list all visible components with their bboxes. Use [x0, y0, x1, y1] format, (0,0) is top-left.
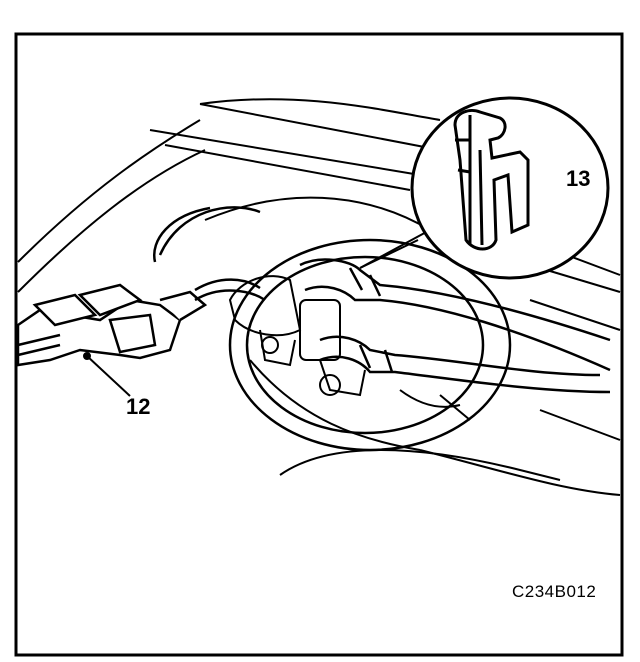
electrical-connector	[16, 278, 266, 367]
detail-inset	[410, 96, 610, 280]
leader-lines	[83, 174, 565, 397]
figure-code: C234B012	[512, 582, 597, 601]
callout-label-connector: 12	[126, 394, 151, 419]
fuel-hoses	[299, 258, 611, 394]
hose-clip-detail	[453, 109, 530, 251]
figure-border	[14, 32, 624, 657]
pump-opening	[153, 206, 512, 452]
callout-label-clip: 13	[566, 166, 591, 191]
